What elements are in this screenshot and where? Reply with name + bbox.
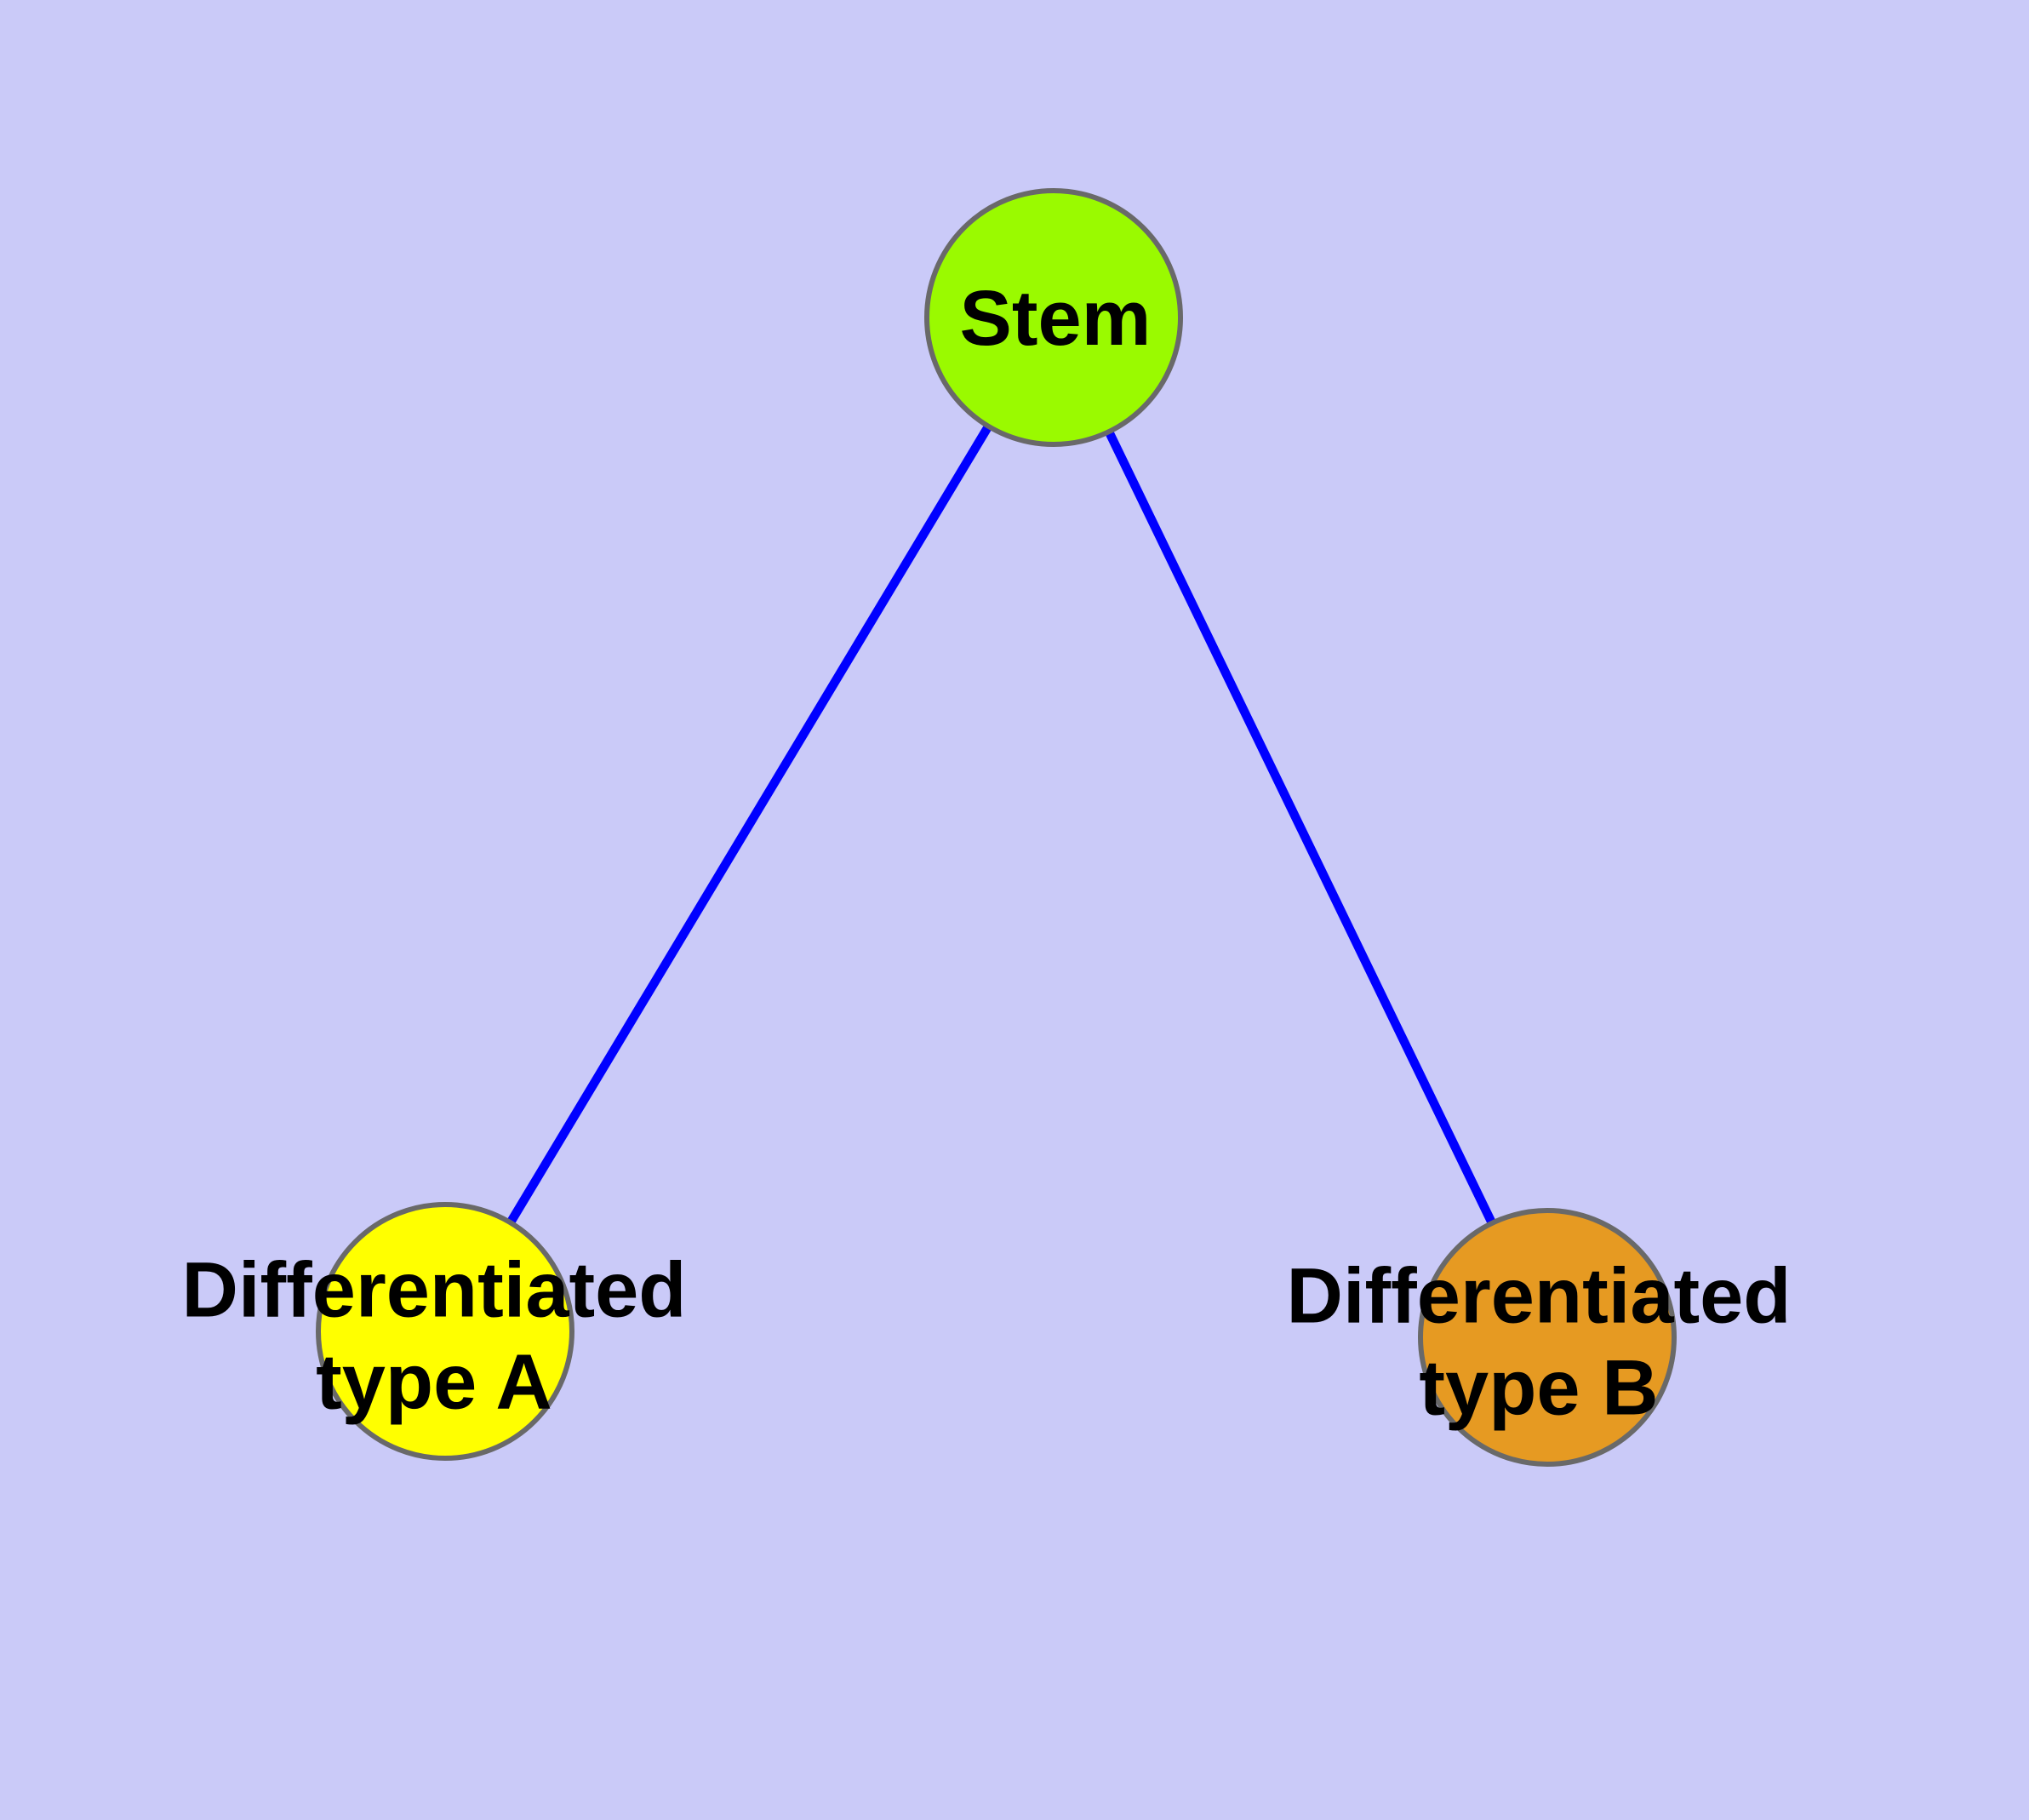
edge-stem-to-type-a xyxy=(441,315,1058,1334)
node-differentiated-type-b xyxy=(1418,1208,1677,1467)
edge-stem-to-type-b xyxy=(1049,315,1552,1340)
node-differentiated-type-a xyxy=(316,1202,574,1461)
node-stem xyxy=(924,188,1183,447)
